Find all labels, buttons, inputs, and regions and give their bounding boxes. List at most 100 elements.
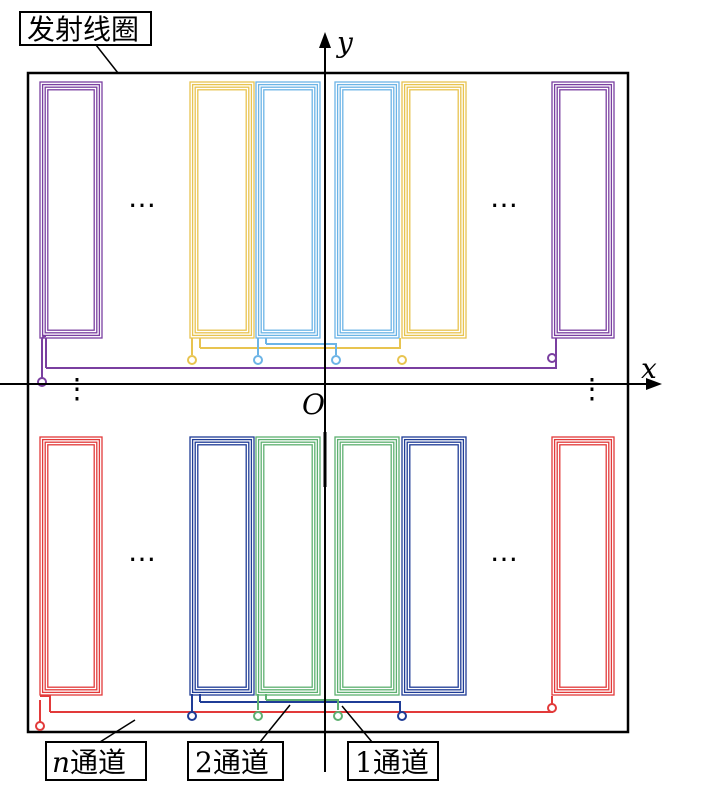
channel-2-label: 2通道: [195, 746, 269, 779]
origin-label: O: [302, 388, 325, 421]
terminal-red-right: [547, 703, 557, 713]
coil-3-top-left: [189, 81, 255, 339]
ellipsis-bottom-right: …: [490, 535, 520, 568]
coil-3-top-right-turn: [406, 86, 462, 334]
channel-2-label-box: 2通道: [187, 741, 284, 781]
ellipsis-top-left: …: [128, 181, 158, 214]
channel-1-label: 1通道: [355, 746, 429, 779]
channel-1-label-box: 1通道: [347, 741, 439, 781]
ellipsis-bottom-left: …: [128, 535, 158, 568]
coil-1-bottom-left-turn: [263, 444, 313, 688]
terminal-darkblue-left: [187, 711, 197, 721]
coil-n-top-left-turn: [44, 86, 98, 334]
channel-n-label-box: n通道: [45, 741, 147, 781]
coil-n-bottom-right-turn: [553, 438, 613, 694]
coil-1-bottom-right-turn: [342, 444, 392, 688]
coil-n-bottom-left-turn: [41, 438, 101, 694]
feed-yellow: [191, 338, 401, 355]
terminal-lightblue-right: [331, 355, 341, 365]
coil-3-top-right-turn: [409, 89, 459, 331]
coil-1-bottom-right: [334, 436, 400, 696]
coil-n-bottom-right-turn: [551, 436, 615, 696]
coil-1-bottom-right-turn: [334, 436, 400, 696]
x-axis-arrow: [646, 378, 662, 390]
coil-2-top-right-turn: [342, 89, 392, 331]
feed-green: [257, 694, 339, 710]
coil-1-bottom-left-turn: [255, 436, 321, 696]
coil-n-top-right-turn: [559, 89, 607, 331]
terminal-darkblue-right: [397, 711, 407, 721]
coil-2-top-left-turn: [263, 89, 313, 331]
coil-n-bottom-left: [39, 436, 103, 696]
vellipsis-right: ⋮: [578, 372, 608, 405]
coil-3-top-right: [401, 81, 467, 339]
coil-2-bottom-left: [189, 436, 255, 696]
coil-n-top-left: [39, 81, 103, 339]
coil-3-top-left-turn: [197, 89, 247, 331]
coil-1-bottom-left-turn: [257, 438, 319, 694]
coil-2-bottom-right: [401, 436, 467, 696]
coil-2-top-right-turn: [334, 81, 400, 339]
coil-label-box: 发射线圈: [19, 11, 152, 46]
coil-n-top-right-turn: [551, 81, 615, 339]
coil-2-bottom-left-turn: [189, 436, 255, 696]
coil-3-top-left-turn: [189, 81, 255, 339]
channel-2-leader: [259, 704, 291, 743]
coil-1-bottom-left-turn: [260, 441, 316, 691]
terminal-yellow-right: [397, 355, 407, 365]
feed-purple: [41, 335, 557, 380]
channel-n-leader: [99, 719, 136, 743]
coil-n-top-right: [551, 81, 615, 339]
y-axis-label: y: [335, 26, 354, 59]
coil-n-top-right-turn: [556, 86, 610, 334]
coil-n-top-left-turn: [39, 81, 103, 339]
coil-2-top-right-turn: [339, 86, 395, 334]
coil-n-bottom-left-turn: [39, 436, 103, 696]
coil-2-top-left: [255, 81, 321, 339]
coil-3-top-right-turn: [401, 81, 467, 339]
y-axis-arrow: [319, 32, 331, 48]
coil-3-top-left-turn: [194, 86, 250, 334]
board-outline: [26, 71, 630, 734]
coil-2-bottom-left-turn: [194, 441, 250, 691]
coil-n-top-right-turn: [553, 83, 613, 337]
coil-2-bottom-right-turn: [406, 441, 462, 691]
coil-2-top-left-turn: [257, 83, 319, 337]
coil-n-top-left-turn: [41, 83, 101, 337]
svg-text:n通道: n通道: [52, 746, 126, 779]
coil-2-bottom-left-turn: [197, 444, 247, 688]
coil-2-top-left-turn: [260, 86, 316, 334]
coil-2-bottom-right-turn: [403, 438, 465, 694]
terminal-purple-right: [547, 353, 557, 363]
coil-n-bottom-left-turn: [44, 441, 98, 691]
terminal-lightblue-left: [253, 355, 263, 365]
coil-n-bottom-right-turn: [559, 444, 607, 688]
terminal-red-left: [35, 721, 45, 731]
coil-n-bottom-left-turn: [47, 444, 95, 688]
ellipsis-top-right: …: [490, 181, 520, 214]
feed-lines-layer: [35, 335, 557, 731]
coil-1-bottom-left: [255, 436, 321, 696]
channel-n-var: n: [52, 746, 70, 779]
channel-1-leader: [341, 705, 373, 743]
coil-n-bottom-right: [551, 436, 615, 696]
coil-2-top-right: [334, 81, 400, 339]
coil-label: 发射线圈: [27, 13, 139, 46]
coil-3-top-right-turn: [403, 83, 465, 337]
vellipsis-left: ⋮: [63, 372, 93, 405]
coil-2-top-left-turn: [255, 81, 321, 339]
terminal-green-left: [253, 711, 263, 721]
coil-layer: [39, 81, 615, 696]
terminal-green-right: [333, 711, 343, 721]
coil-n-bottom-right-turn: [556, 441, 610, 691]
coil-1-bottom-right-turn: [339, 441, 395, 691]
feed-darkblue: [191, 694, 401, 712]
coil-2-bottom-left-turn: [191, 438, 253, 694]
channel-n-suffix: 通道: [70, 746, 126, 779]
x-axis-label: x: [641, 352, 657, 385]
coil-1-bottom-right-turn: [336, 438, 398, 694]
coil-label-leader: [95, 44, 119, 74]
coil-2-top-right-turn: [336, 83, 398, 337]
feed-lightblue: [257, 338, 337, 355]
